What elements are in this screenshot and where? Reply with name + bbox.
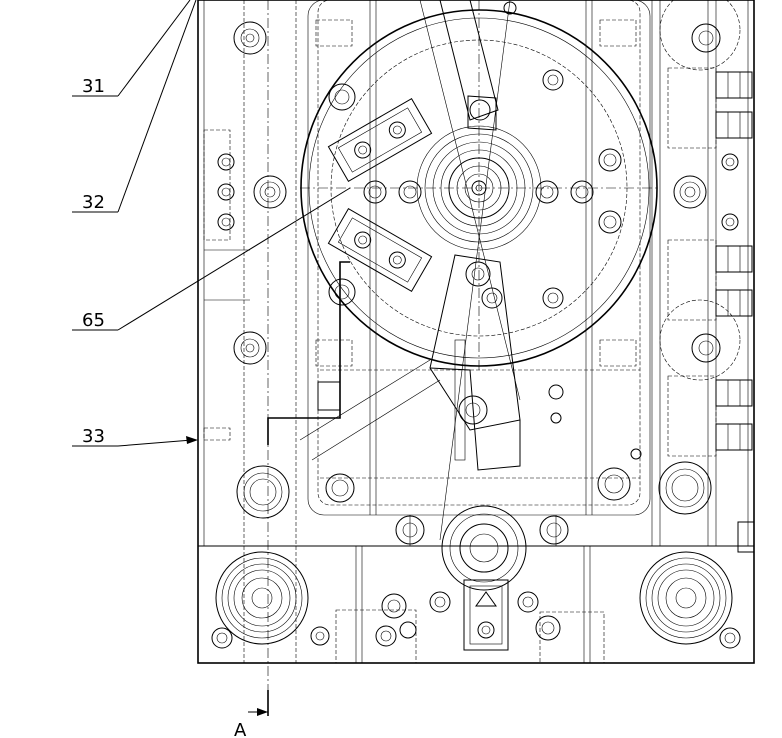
- link-arms: [299, 0, 521, 541]
- callout-33-label: 33: [82, 426, 105, 447]
- bottom-section: [211, 505, 741, 664]
- left-bolts: [217, 21, 355, 519]
- callout-31: 31: [72, 0, 191, 97]
- callout-32-label: 32: [82, 192, 105, 213]
- inner-details: [315, 0, 642, 515]
- callout-33: 33: [72, 426, 198, 447]
- right-bolts: [597, 0, 741, 515]
- slider-block-upper: [327, 97, 433, 183]
- callout-32: 32: [72, 0, 197, 213]
- rotary-disk: [300, 0, 660, 370]
- callout-65-label: 65: [82, 310, 105, 331]
- section-marker-a: A: [234, 0, 350, 738]
- section-marker-label: A: [234, 720, 247, 738]
- callout-65: 65: [72, 187, 351, 331]
- callout-33-arrowhead: [186, 436, 198, 444]
- disk-bolt-holes: [328, 69, 622, 309]
- mold-plate: [197, 0, 755, 664]
- callout-31-label: 31: [82, 76, 105, 97]
- right-cylinders: [667, 67, 755, 553]
